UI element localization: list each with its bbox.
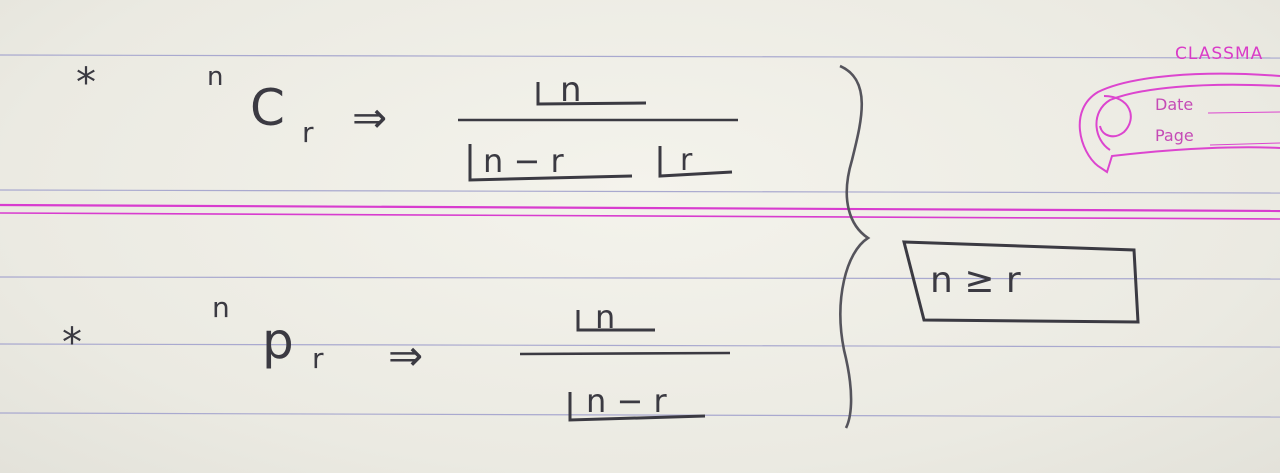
factorial-bracket (576, 310, 655, 332)
curly-brace (839, 64, 871, 429)
subscript-r: r (312, 342, 324, 375)
symbol-p: p (262, 312, 294, 370)
brand-name: CLASSMA (1175, 44, 1264, 64)
bullet-asterisk: * (76, 60, 96, 106)
condition-box: n ≥ r (902, 240, 1140, 324)
condition-text: n ≥ r (930, 260, 1021, 301)
factorial-bracket (536, 82, 647, 106)
ruled-line (0, 54, 1280, 59)
implies-arrow: ⇒ (388, 331, 423, 380)
fraction-bar (519, 351, 731, 356)
subscript-r: r (302, 116, 314, 149)
denominator-term: n − r (483, 142, 564, 180)
symbol-c: C (250, 79, 285, 137)
denominator-term: r (680, 143, 693, 178)
ruled-line (0, 343, 1280, 348)
brand-logo-swoosh (1078, 72, 1280, 174)
bullet-asterisk: * (62, 320, 82, 366)
formula-combination: * n C r ⇒ n n − r r (76, 60, 738, 182)
date-label: Date (1155, 95, 1194, 114)
factorial-bracket (658, 146, 733, 178)
superscript-n: n (207, 62, 223, 92)
factorial-bracket (468, 144, 633, 182)
ruled-line (0, 276, 1280, 280)
implies-arrow: ⇒ (352, 93, 387, 142)
denominator-term: n − r (586, 382, 667, 420)
formula-permutation: * n p r ⇒ n n − r (62, 291, 731, 422)
factorial-bracket (568, 392, 706, 422)
numerator-n: n (560, 70, 582, 110)
page-label: Page (1155, 126, 1194, 145)
numerator-n: n (595, 298, 615, 336)
margin-line (0, 203, 1280, 220)
ruled-line (0, 412, 1280, 418)
ruled-line (0, 189, 1280, 194)
superscript-n: n (212, 291, 230, 324)
ruled-lines (0, 54, 1280, 418)
